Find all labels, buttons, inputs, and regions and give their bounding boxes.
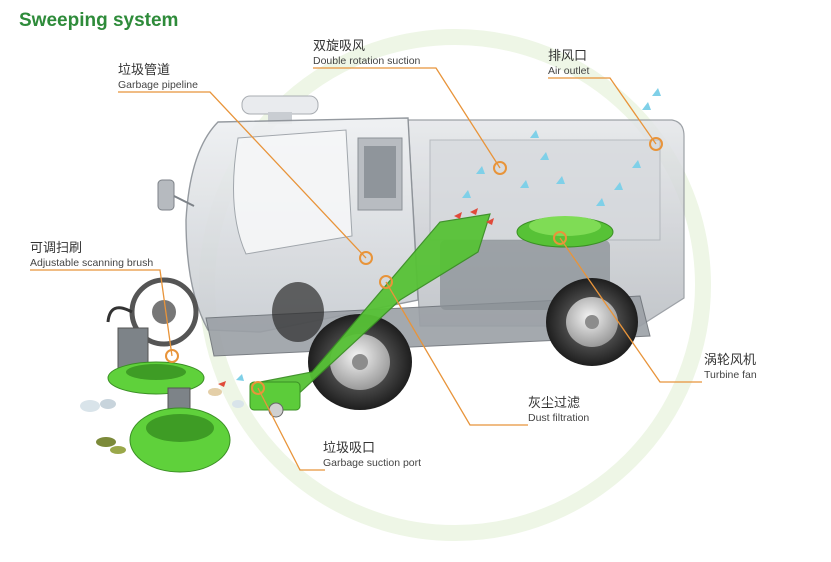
- callout-label-en: Garbage pipeline: [118, 78, 198, 91]
- callout-label-zh: 垃圾管道: [118, 63, 171, 78]
- airflow-arrows: [236, 88, 661, 381]
- rear-wheel: [546, 278, 638, 366]
- callout-turbine-fan: 涡轮风机 Turbine fan: [704, 353, 757, 381]
- callout-label-zh: 涡轮风机: [704, 353, 757, 368]
- callout-label-en: Adjustable scanning brush: [30, 256, 154, 269]
- callout-label-en: Garbage suction port: [323, 456, 422, 469]
- callout-label-zh: 排风口: [548, 49, 588, 64]
- callout-label-en: Turbine fan: [704, 368, 757, 381]
- green-pipeline: [249, 213, 614, 418]
- callout-garbage-pipeline: 垃圾管道 Garbage pipeline: [118, 63, 198, 91]
- front-side-brush: [107, 327, 205, 395]
- debris: [80, 388, 244, 454]
- callout-label-zh: 双旋吸风: [313, 39, 366, 54]
- callout-label-en: Double rotation suction: [313, 54, 421, 67]
- callout-leaders: [30, 67, 702, 471]
- callout-double-rotation-suction: 双旋吸风 Double rotation suction: [313, 39, 421, 67]
- callout-air-outlet: 排风口 Air outlet: [548, 49, 590, 77]
- callout-adjustable-scanning-brush: 可调扫刷 Adjustable scanning brush: [30, 241, 154, 269]
- callout-label-zh: 垃圾吸口: [323, 441, 376, 456]
- hidden-wheel: [272, 282, 324, 342]
- main-sweeping-brush: [129, 387, 231, 473]
- callout-label-en: Dust filtration: [528, 411, 590, 424]
- callout-garbage-suction-port: 垃圾吸口 Garbage suction port: [323, 441, 422, 469]
- page-title: Sweeping system: [19, 10, 179, 31]
- callout-markers: [165, 137, 663, 395]
- callout-label-zh: 可调扫刷: [30, 241, 83, 256]
- dust-arrows: [218, 208, 494, 387]
- callout-label-zh: 灰尘过滤: [528, 396, 581, 411]
- callout-label-en: Air outlet: [548, 64, 590, 77]
- callout-dust-filtration: 灰尘过滤 Dust filtration: [528, 396, 590, 424]
